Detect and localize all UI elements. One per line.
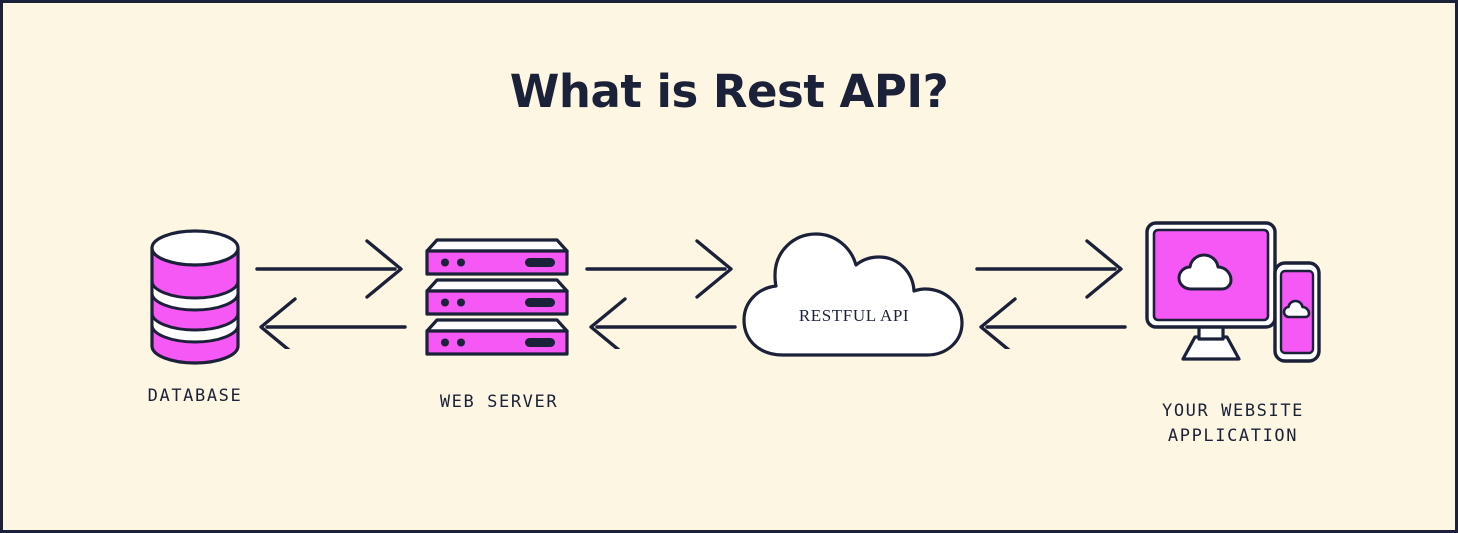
database-label: DATABASE [147,386,243,406]
web-server-label: WEB SERVER [439,392,559,412]
arrow-left-head [259,297,297,357]
cloud-icon [742,232,964,357]
server-unit-3 [425,318,569,356]
restful-api-node: RESTFUL API [741,231,967,359]
arrow-right-head [1085,239,1123,299]
arrow-right-head [365,239,403,299]
arrow-left-head [979,297,1017,357]
client-devices-label: YOUR WEBSITE APPLICATION [1161,401,1305,446]
server-unit-2 [425,278,569,316]
monitor-cloud-icon [1177,253,1233,291]
arrow-right-head [695,239,733,299]
restful-api-label: RESTFUL API [798,306,910,325]
server-stack-icon [425,238,569,356]
connection-webserver-restfulapi [585,239,737,357]
page-title: What is Rest API? [509,65,949,118]
server-unit-1 [425,238,569,276]
arrow-left-head [589,297,627,357]
web-server-node [423,231,571,363]
phone-cloud-icon [1282,299,1311,319]
database-cylinder-icon [150,229,240,365]
database-node [149,229,241,365]
connection-database-webserver [255,239,407,357]
connection-restfulapi-client [975,239,1127,357]
monitor-phone-icon [1145,221,1321,363]
client-devices-node [1143,219,1323,367]
